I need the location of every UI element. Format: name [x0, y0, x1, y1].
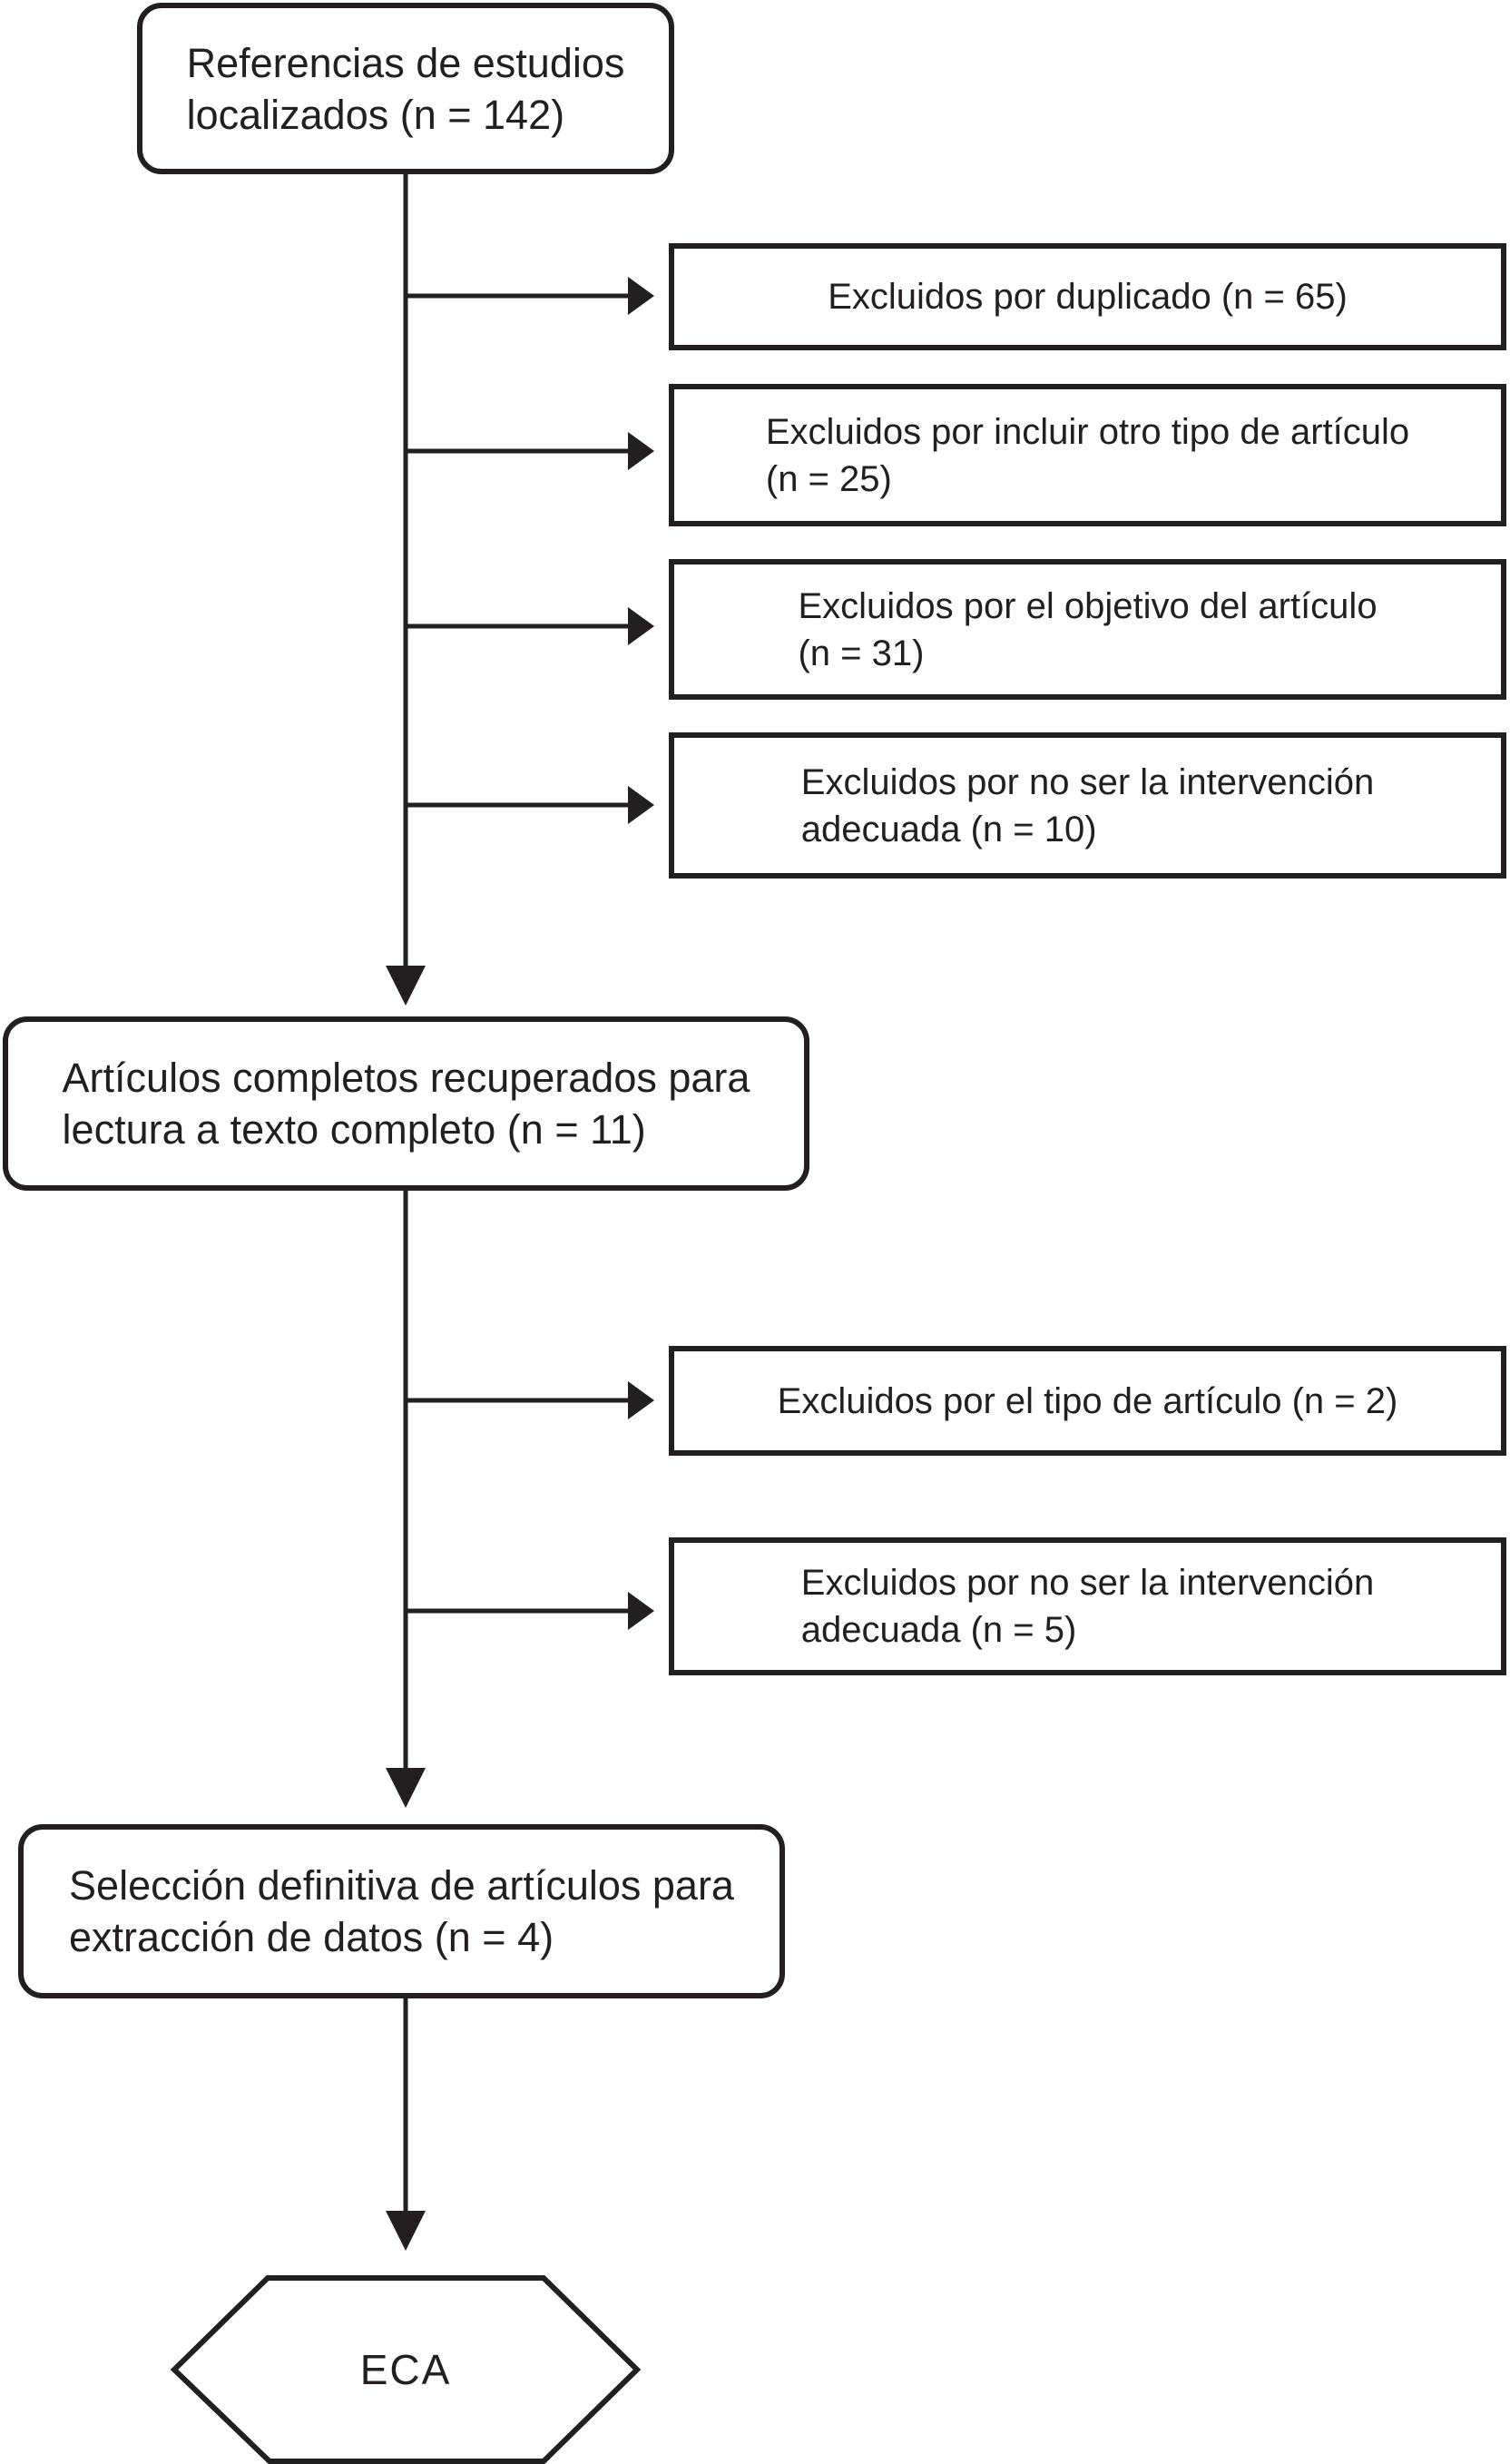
eca-label: ECA — [359, 2346, 452, 2393]
excluded-objective-text: Excluidos por el objetivo del artículo (… — [798, 583, 1377, 677]
arrow-branch-objective — [406, 607, 654, 645]
arrow-branch-duplicates — [406, 277, 654, 315]
excluded-objective-box: Excluidos por el objetivo del artículo (… — [669, 559, 1506, 700]
excluded-article-type-box: Excluidos por el tipo de artículo (n = 2… — [669, 1346, 1506, 1456]
text-line: Excluidos por el objetivo del artículo — [798, 585, 1378, 626]
text-line: Excluidos por incluir otro tipo de artíc… — [765, 411, 1410, 452]
text-line: (n = 31) — [798, 633, 925, 673]
excluded-intervention-2-box: Excluidos por no ser la intervención ade… — [669, 1537, 1506, 1675]
text-line: Excluidos por no ser la intervención — [800, 761, 1375, 802]
arrow-branch-intervention-2 — [406, 1592, 654, 1630]
text-line: Artículos completos recuperados para — [62, 1055, 750, 1101]
text-line: adecuada (n = 10) — [800, 809, 1097, 849]
text-line: localizados (n = 142) — [186, 91, 565, 138]
text-line: Excluidos por no ser la intervención — [800, 1563, 1375, 1603]
text-line: (n = 25) — [765, 458, 892, 499]
arrow-fulltext-to-final — [386, 1191, 426, 1808]
arrow-branch-intervention-1 — [406, 786, 654, 824]
excluded-duplicates-text: Excluidos por duplicado (n = 65) — [828, 273, 1348, 320]
arrow-final-to-eca — [386, 1998, 426, 2251]
text-line: lectura a texto completo (n = 11) — [62, 1106, 646, 1153]
arrow-branch-other-article-type — [406, 432, 654, 470]
text-line: Excluidos por duplicado (n = 65) — [828, 277, 1348, 317]
excluded-intervention-2-text: Excluidos por no ser la intervención ade… — [801, 1559, 1374, 1654]
excluded-intervention-1-text: Excluidos por no ser la intervención ade… — [801, 759, 1374, 853]
final-selection-box: Selección definitiva de artículos para e… — [18, 1824, 785, 1998]
eca-hexagon — [170, 2275, 642, 2464]
full-text-retrieved-text: Artículos completos recuperados para lec… — [63, 1052, 750, 1155]
excluded-article-type-text: Excluidos por el tipo de artículo (n = 2… — [778, 1378, 1398, 1425]
text-line: Selección definitiva de artículos para — [69, 1862, 734, 1909]
excluded-other-article-type-text: Excluidos por incluir otro tipo de artíc… — [766, 408, 1409, 503]
text-line: Excluidos por el tipo de artículo (n = 2… — [777, 1380, 1398, 1421]
excluded-intervention-1-box: Excluidos por no ser la intervención ade… — [669, 732, 1506, 879]
full-text-retrieved-box: Artículos completos recuperados para lec… — [3, 1016, 809, 1191]
arrow-start-to-fulltext — [386, 172, 426, 1006]
start-box: Referencias de estudios localizados (n =… — [137, 3, 674, 174]
text-line: Referencias de estudios — [186, 39, 625, 86]
start-box-text: Referencias de estudios localizados (n =… — [187, 37, 625, 141]
text-line: adecuada (n = 5) — [800, 1610, 1077, 1650]
arrow-branch-article-type — [406, 1381, 654, 1419]
excluded-other-article-type-box: Excluidos por incluir otro tipo de artíc… — [669, 384, 1506, 526]
excluded-duplicates-box: Excluidos por duplicado (n = 65) — [669, 243, 1506, 350]
final-selection-text: Selección definitiva de artículos para e… — [69, 1860, 734, 1963]
text-line: extracción de datos (n = 4) — [69, 1914, 554, 1960]
